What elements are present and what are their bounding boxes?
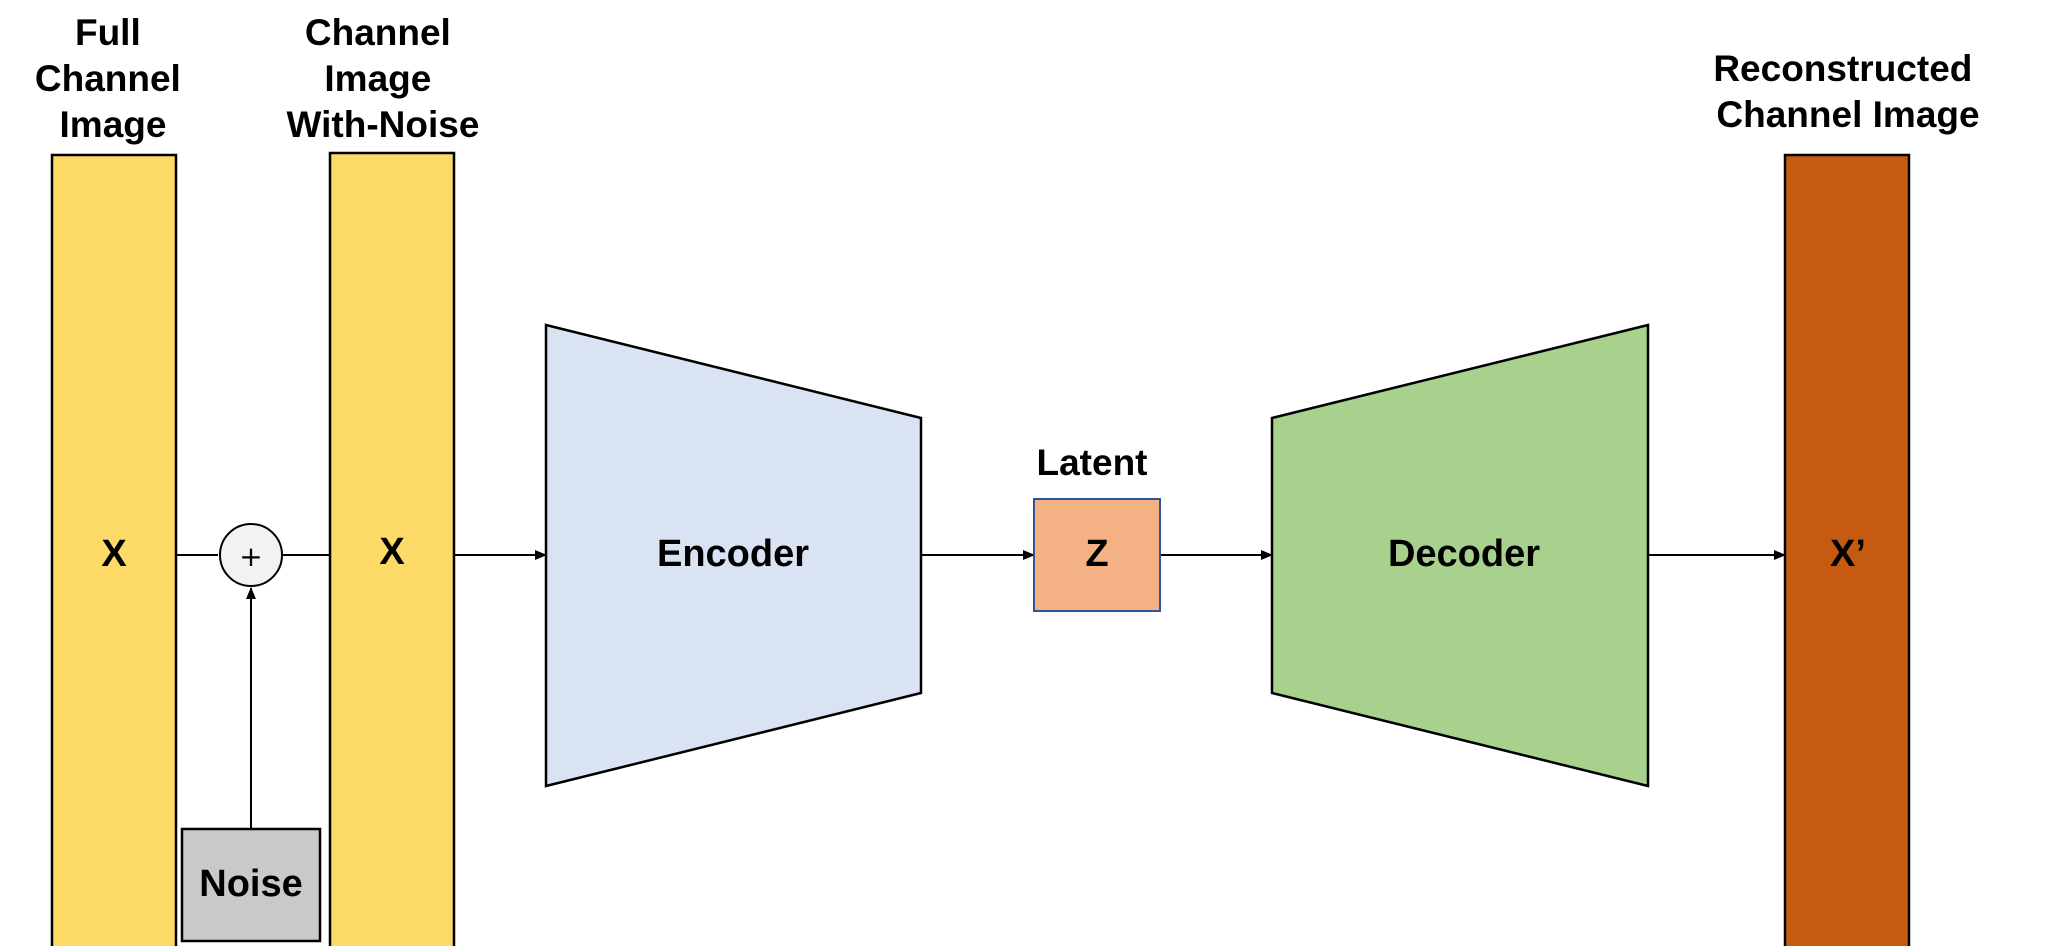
decoder-block (1270, 323, 1650, 788)
latent-symbol: Z (1085, 533, 1108, 575)
input-image-bar (50, 153, 178, 946)
input-title-line-1: Full (75, 12, 141, 53)
output-title-line-1: Reconstructed (1713, 48, 1972, 89)
encoder-label: Encoder (657, 533, 809, 575)
input-symbol: X (101, 533, 127, 575)
noise-label: Noise (199, 863, 302, 905)
noisy-input-title-line-3: With-Noise (287, 104, 480, 145)
noisy-input-title-line-1: Channel (305, 12, 451, 53)
output-image-bar (1783, 153, 1911, 946)
output-title: Reconstructed Channel Image (1713, 48, 1982, 135)
latent-box (1033, 498, 1161, 612)
latent-title: Latent (1037, 442, 1148, 483)
noisy-input-title: Channel Image With-Noise (287, 12, 480, 145)
plus-icon: + (239, 540, 262, 573)
input-title: Full Channel Image (35, 12, 191, 145)
noisy-input-title-line-2: Image (324, 58, 431, 99)
encoder-block (544, 323, 923, 788)
decoder-label: Decoder (1388, 533, 1540, 575)
noisy-image-bar (328, 151, 456, 946)
sum-node (219, 523, 283, 587)
input-title-line-3: Image (60, 104, 167, 145)
input-title-line-2: Channel (35, 58, 181, 99)
output-title-line-2: Channel Image (1716, 94, 1979, 135)
noisy-symbol: X (379, 531, 405, 573)
noise-box (180, 827, 322, 943)
output-symbol: X’ (1830, 533, 1866, 575)
